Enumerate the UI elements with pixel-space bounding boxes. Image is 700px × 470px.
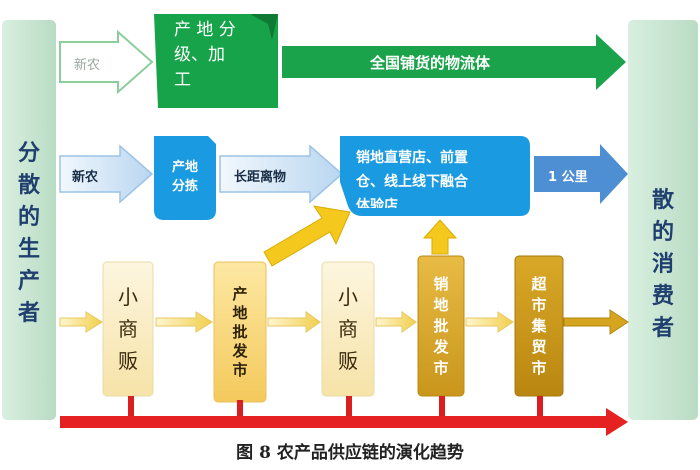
row3-arrow-6 bbox=[563, 309, 629, 335]
producers-panel bbox=[2, 20, 56, 420]
node-char: 销 bbox=[433, 274, 449, 293]
node-char: 市 bbox=[531, 358, 547, 377]
row1-input-arrow bbox=[59, 29, 154, 95]
producers-char: 散 bbox=[17, 173, 40, 198]
consumers-label: 散 的 消 费 者 bbox=[628, 150, 698, 380]
row3-arrow-3 bbox=[267, 311, 321, 333]
consumers-char: 者 bbox=[651, 316, 674, 341]
row2-process-line: 分拣 bbox=[171, 179, 198, 194]
node-char: 批 bbox=[433, 316, 449, 335]
row2-retail-line: 体验店 bbox=[356, 198, 398, 208]
producers-char: 分 bbox=[17, 141, 40, 166]
red-tick-2 bbox=[237, 400, 243, 420]
row3-node-2-text: 产 地 批 发 市 bbox=[214, 262, 266, 402]
row2-retail-line: 仓、线上线下融合 bbox=[356, 174, 468, 190]
row1-input-label: 新农 bbox=[74, 58, 101, 73]
node-char: 超 bbox=[531, 274, 547, 293]
row3-arrow-5 bbox=[465, 311, 514, 333]
row2-input-label: 新农 bbox=[72, 170, 99, 185]
node-char: 小 bbox=[338, 285, 358, 309]
row1-process-text: 产 地 分 级、加 工 bbox=[160, 18, 274, 104]
node-char: 发 bbox=[232, 341, 248, 360]
consumers-char: 费 bbox=[651, 284, 674, 309]
row3-node-1-text: 小 商 贩 bbox=[103, 262, 153, 396]
node-char: 市 bbox=[433, 358, 449, 377]
row1-process-box bbox=[154, 14, 278, 108]
row3-arrow-1 bbox=[59, 311, 103, 333]
row1-channel-arrow bbox=[282, 34, 626, 90]
row2-transport-label: 长距离物 bbox=[234, 170, 287, 185]
producers-char: 产 bbox=[17, 269, 40, 294]
red-tick-5 bbox=[537, 396, 543, 420]
node-char: 集 bbox=[531, 316, 547, 335]
upgrade-arrow-vertical bbox=[422, 219, 458, 255]
consumers-char: 的 bbox=[651, 220, 674, 245]
row2-process-line: 产地 bbox=[171, 160, 198, 175]
upgrade-arrow-diagonal bbox=[263, 205, 351, 267]
node-char: 小 bbox=[118, 285, 138, 309]
row3-node-5-text: 超 市 集 贸 市 bbox=[515, 256, 563, 396]
consumers-char: 散 bbox=[651, 188, 674, 213]
red-tick-4 bbox=[439, 396, 445, 420]
row2-transport-arrow bbox=[219, 144, 344, 204]
row2-process-text: 产地 分拣 bbox=[154, 158, 216, 196]
consumers-char: 消 bbox=[651, 252, 674, 277]
producers-label: 分 散 的 生 产 者 bbox=[2, 104, 56, 364]
red-tick-1 bbox=[128, 396, 134, 420]
producers-char: 的 bbox=[17, 205, 40, 230]
consumers-panel bbox=[628, 20, 698, 420]
node-char: 地 bbox=[232, 303, 248, 322]
producers-char: 生 bbox=[17, 237, 40, 262]
node-char: 贩 bbox=[118, 349, 138, 373]
row1-box-fold bbox=[250, 14, 278, 40]
red-baseline-arrow bbox=[60, 408, 628, 436]
row3-node-3-text: 小 商 贩 bbox=[322, 262, 374, 396]
row3-node-4-text: 销 地 批 发 市 bbox=[418, 256, 464, 396]
row2-lastmile-arrow bbox=[534, 144, 628, 204]
node-char: 发 bbox=[433, 337, 449, 356]
producers-char: 者 bbox=[17, 301, 40, 326]
row2-process-box bbox=[154, 136, 216, 220]
row2-input-arrow bbox=[59, 144, 154, 204]
row3-arrow-4 bbox=[375, 311, 417, 333]
row2-retail-box bbox=[340, 136, 530, 216]
node-char: 市 bbox=[531, 295, 547, 314]
row2-retail-line: 销地直营店、前置 bbox=[356, 150, 468, 166]
row1-channel-label: 全国铺货的物流体 bbox=[370, 54, 491, 72]
row1-process-line: 产 地 分 bbox=[174, 20, 236, 40]
node-char: 地 bbox=[433, 295, 449, 314]
row2-lastmile-label: 1 公里 bbox=[548, 170, 588, 185]
row2-retail-text: 销地直营店、前置 仓、线上线下融合 体验店 bbox=[356, 146, 528, 208]
red-tick-3 bbox=[346, 396, 352, 420]
row1-process-line: 工 bbox=[174, 70, 191, 90]
node-char: 贩 bbox=[338, 349, 358, 373]
node-char: 市 bbox=[232, 360, 248, 379]
node-char: 批 bbox=[232, 322, 248, 341]
figure-caption: 图 8 农产品供应链的演化趋势 bbox=[236, 443, 464, 463]
node-char: 产 bbox=[232, 284, 248, 303]
node-char: 贸 bbox=[531, 337, 547, 356]
row3-arrow-2 bbox=[155, 311, 213, 333]
node-char: 商 bbox=[338, 317, 358, 341]
row1-process-line: 级、加 bbox=[174, 45, 225, 65]
node-char: 商 bbox=[118, 317, 138, 341]
